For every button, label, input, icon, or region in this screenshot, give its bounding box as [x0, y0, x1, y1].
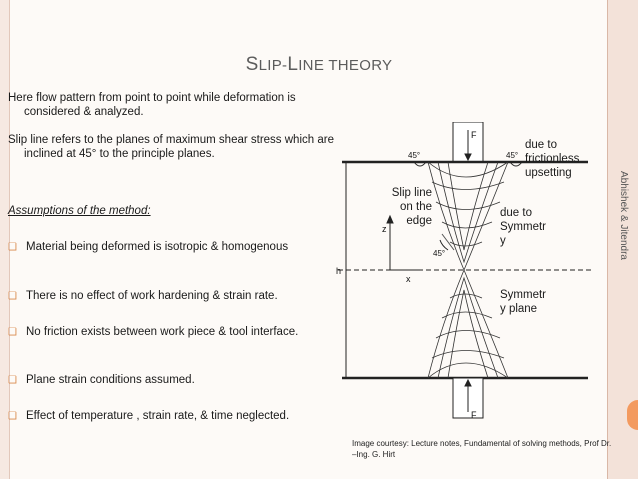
assumption-item: ❑There is no effect of work hardening & … — [8, 290, 278, 302]
assumptions-heading: Assumptions of the method: — [8, 205, 151, 217]
right-frame-line — [607, 0, 608, 479]
assumption-item: ❑ Material being deformed is isotropic &… — [8, 241, 289, 253]
left-frame-line — [9, 0, 10, 479]
z-axis-arrow-icon — [386, 214, 394, 224]
right-frame-band — [608, 0, 638, 479]
image-credit: Image courtesy: Lecture notes, Fundament… — [352, 439, 612, 459]
slide-title: SLIP-LINE THEORY — [245, 54, 393, 75]
intro-text: Here flow pattern from point to point wh… — [8, 91, 338, 161]
side-credit: Abhishek & Jitendra — [617, 170, 629, 260]
bullet-icon: ❑ — [8, 327, 17, 338]
assumption-item: ❑No friction exists between work piece &… — [8, 326, 299, 338]
angle-label-center: 45° — [433, 249, 445, 258]
height-label: h — [336, 266, 341, 276]
slip-line-diagram: F F 45° 45° 45° z x h — [330, 121, 608, 442]
top-arrow-head-icon — [464, 153, 472, 162]
intro-paragraph-2: Slip line refers to the planes of maximu… — [8, 134, 334, 160]
bottom-force-label: F — [471, 410, 477, 420]
assumption-item: ❑Effect of temperature , strain rate, & … — [8, 410, 290, 422]
bullet-icon: ❑ — [8, 411, 17, 422]
bullet-icon: ❑ — [8, 291, 17, 302]
assumption-item: ❑Plane strain conditions assumed. — [8, 374, 195, 386]
bullet-icon: ❑ — [8, 242, 17, 253]
angle-label-left: 45° — [408, 151, 420, 160]
left-frame-band — [0, 0, 9, 479]
page-number-tab — [627, 400, 638, 430]
intro-paragraph-1: Here flow pattern from point to point wh… — [8, 92, 296, 118]
angle-arc-right — [509, 161, 523, 167]
bottom-arrow-head-icon — [464, 378, 472, 387]
annotation-slip-line: Slip line on the edge — [391, 187, 432, 227]
x-axis-label: x — [406, 274, 411, 284]
top-force-label: F — [471, 130, 477, 140]
annotation-symmetry-plane: Symmetr y plane — [500, 289, 546, 315]
angle-label-right: 45° — [506, 151, 518, 160]
slip-line-field — [427, 161, 509, 379]
annotation-due-symmetry: due to Symmetr y — [500, 207, 546, 247]
angle-arc-left — [413, 161, 427, 167]
z-axis-label: z — [382, 224, 387, 234]
edge-pointer — [441, 233, 455, 251]
bullet-icon: ❑ — [8, 375, 17, 386]
slip-line-field-figure: F F 45° 45° 45° z x h — [336, 121, 592, 420]
angle-arc-center — [439, 239, 449, 251]
annotation-frictionless: due to frictionless upsetting — [525, 139, 580, 179]
